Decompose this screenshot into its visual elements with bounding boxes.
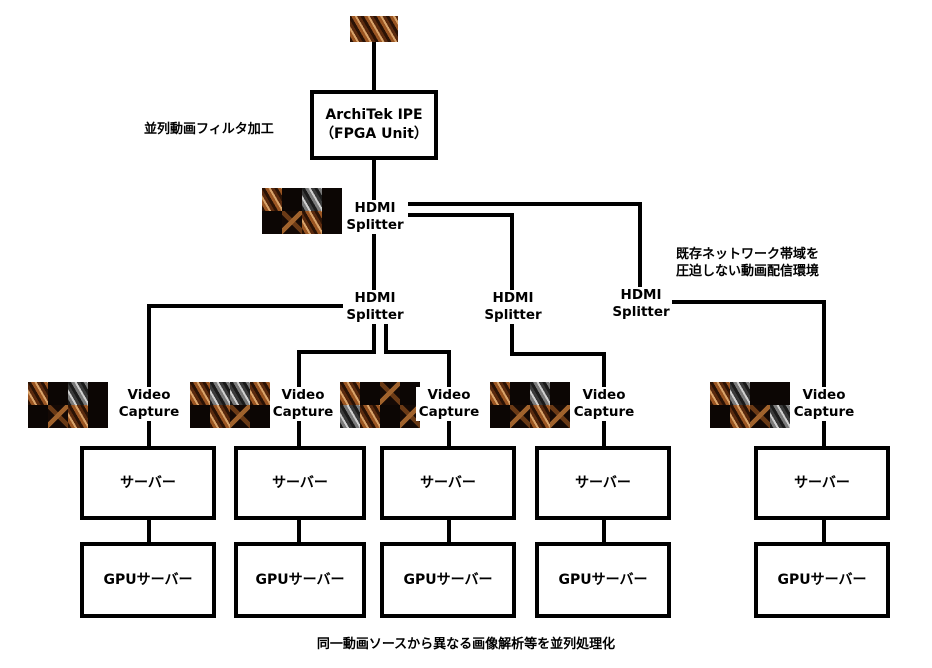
- footer-note: 同一動画ソースから異なる画像解析等を並列処理化: [316, 637, 616, 652]
- capture-thumbnail-4: [490, 382, 570, 428]
- filtered-thumbnail-main: [262, 188, 342, 234]
- capture-thumbnail-5: [710, 382, 790, 428]
- capture-thumbnail-1: [28, 382, 108, 428]
- filter-note: 並列動画フィルタ加工: [144, 122, 274, 137]
- wire-sp2-capture3: [384, 320, 451, 390]
- ipe-box: ArchiTek IPE （FPGA Unit）: [310, 90, 438, 160]
- gpu-server-box-3: GPUサーバー: [380, 542, 516, 618]
- gpu-server-box-4: GPUサーバー: [535, 542, 671, 618]
- server-box-2: サーバー: [234, 446, 366, 520]
- wire-sp3-capture4: [510, 320, 606, 390]
- gpu-server-box-5: GPUサーバー: [754, 542, 890, 618]
- wire-sp2-capture2: [297, 320, 376, 390]
- ipe-line2: （FPGA Unit）: [320, 126, 428, 142]
- gpu-server-box-2: GPUサーバー: [234, 542, 366, 618]
- ipe-line1: ArchiTek IPE: [325, 107, 423, 123]
- source-video-icon: [350, 16, 398, 42]
- server-box-1: サーバー: [80, 446, 216, 520]
- capture-thumbnail-2: [190, 382, 270, 428]
- server-box-3: サーバー: [380, 446, 516, 520]
- wire-splitter-hdmi4: [408, 202, 642, 292]
- server-box-4: サーバー: [535, 446, 671, 520]
- capture-thumbnail-3: [340, 382, 420, 428]
- gpu-server-box-1: GPUサーバー: [80, 542, 216, 618]
- network-note: 既存ネットワーク帯域を圧迫しない動画配信環境: [676, 247, 820, 279]
- wire-sp2-capture1: [147, 304, 352, 390]
- server-box-5: サーバー: [754, 446, 890, 520]
- wire-splitter-hdmi3: [408, 213, 514, 292]
- wire-sp4-capture5: [668, 300, 826, 390]
